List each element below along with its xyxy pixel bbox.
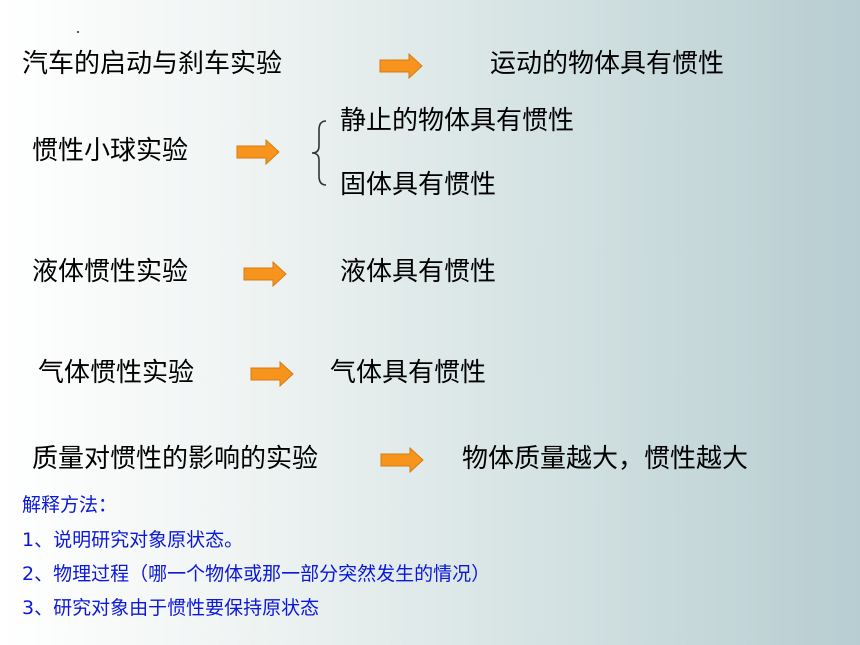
explanation-step-1: 1、说明研究对象原状态。 xyxy=(22,529,244,551)
result-solid-inertia: 固体具有惯性 xyxy=(340,170,497,200)
right-arrow-icon xyxy=(250,361,294,387)
left-brace-icon xyxy=(311,120,327,186)
right-arrow-icon xyxy=(243,261,287,287)
result-liquid-inertia: 液体具有惯性 xyxy=(340,257,497,287)
experiment-inertia-ball: 惯性小球实验 xyxy=(32,136,189,166)
experiment-gas-inertia: 气体惯性实验 xyxy=(38,358,195,388)
decorative-dot xyxy=(77,31,79,33)
explanation-step-2: 2、物理过程（哪一个物体或那一部分突然发生的情况） xyxy=(22,563,491,585)
result-moving-object-inertia: 运动的物体具有惯性 xyxy=(490,49,725,79)
right-arrow-icon xyxy=(380,447,424,473)
result-mass-inertia: 物体质量越大，惯性越大 xyxy=(462,444,749,474)
explanation-title: 解释方法： xyxy=(22,494,118,516)
right-arrow-icon xyxy=(379,53,423,79)
result-static-object-inertia: 静止的物体具有惯性 xyxy=(340,106,575,136)
right-arrow-icon xyxy=(236,139,280,165)
experiment-mass-effect: 质量对惯性的影响的实验 xyxy=(32,444,319,474)
experiment-liquid-inertia: 液体惯性实验 xyxy=(32,257,189,287)
explanation-step-3: 3、研究对象由于惯性要保持原状态 xyxy=(22,597,320,619)
experiment-car-start-brake: 汽车的启动与刹车实验 xyxy=(22,49,283,79)
result-gas-inertia: 气体具有惯性 xyxy=(330,358,487,388)
